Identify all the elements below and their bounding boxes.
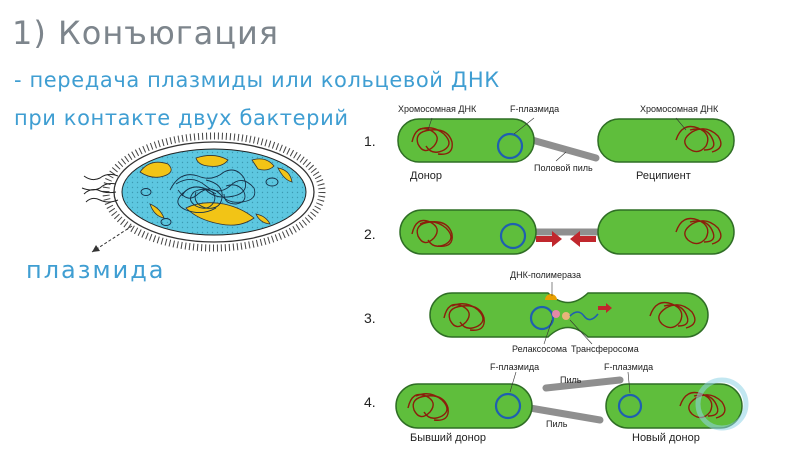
step-1-group: Хромосомная ДНК F-плазмида Хромосомная Д… [398, 104, 734, 182]
step-number-4: 4. [364, 394, 376, 410]
pilus-label: Пиль [560, 375, 582, 385]
pilus-label: Пиль [546, 419, 568, 429]
step-3-group: ДНК-полимераза Релаксосома Трансферосома [430, 270, 708, 354]
transferosome-shape [562, 312, 570, 320]
step-2-group [400, 210, 734, 254]
step-4-group: F-плазмида F-плазмида Пиль Пиль Бывший д… [396, 362, 742, 444]
f-plasmid-label: F-плазмида [490, 362, 539, 372]
f-plasmid-label: F-плазмида [510, 104, 559, 114]
donor-label: Донор [410, 170, 442, 182]
dna-polymerase-label: ДНК-полимераза [510, 270, 581, 280]
step-number-2: 2. [364, 226, 376, 242]
relaxosome-shape [552, 310, 560, 318]
chromosomal-dna-label: Хромосомная ДНК [398, 104, 477, 114]
sex-pilus [532, 140, 596, 158]
recipient-label: Реципиент [636, 170, 691, 182]
pilus [546, 380, 620, 388]
step-number-1: 1. [364, 133, 376, 149]
former-donor-label: Бывший донор [410, 432, 486, 444]
f-plasmid-label: F-плазмида [604, 362, 653, 372]
new-donor-label: Новый донор [632, 432, 700, 444]
former-donor-cell [396, 384, 532, 428]
bacterium-illustration [82, 136, 322, 252]
chromosomal-dna-label: Хромосомная ДНК [640, 104, 719, 114]
transferosome-label: Трансферосома [571, 344, 639, 354]
relaxosome-label: Релаксосома [512, 344, 567, 354]
sex-pilus-label: Половой пиль [534, 163, 593, 173]
step-number-3: 3. [364, 310, 376, 326]
donor-cell [398, 119, 534, 162]
new-donor-cell [606, 384, 742, 428]
flagella [82, 174, 118, 202]
